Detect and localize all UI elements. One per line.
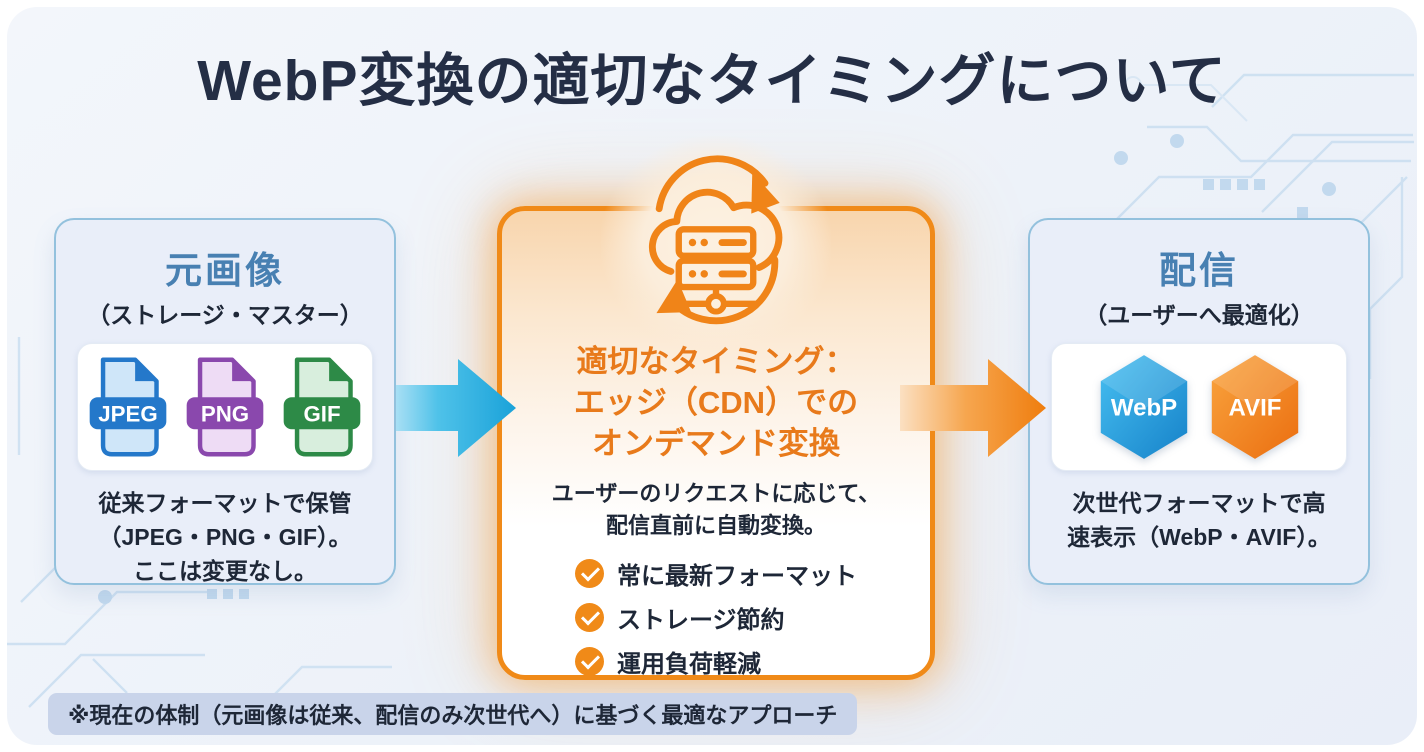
conversion-body-line: 配信直前に自動変換。 — [605, 512, 826, 538]
conversion-body-line: ユーザーのリクエストに応じて、 — [551, 480, 881, 506]
benefit-checklist: 常に最新フォーマット ストレージ節約 運用負荷軽減 — [575, 556, 857, 679]
format-label: GIF — [303, 401, 340, 426]
delivery-formats-card: WebP AVIF — [1051, 343, 1347, 471]
source-panel: 元画像 （ストレージ・マスター） JPEG PNG — [54, 218, 396, 585]
source-description-line: ここは変更なし。 — [133, 558, 317, 585]
format-label: PNG — [201, 401, 249, 426]
delivery-panel: 配信 （ユーザーへ最適化） WebP — [1028, 218, 1370, 585]
checklist-label: 運用負荷軽減 — [617, 651, 761, 679]
source-formats-card: JPEG PNG GIF — [77, 343, 373, 471]
page-title: WebP変換の適切なタイミングについて — [197, 49, 1227, 113]
source-description-line: 従来フォーマットで保管 — [98, 490, 352, 516]
conversion-body: ユーザーのリクエストに応じて、 配信直前に自動変換。 — [502, 478, 930, 542]
canvas: WebP変換の適切なタイミングについて 元画像 （ストレージ・マスター） JPE… — [7, 7, 1417, 745]
check-icon — [575, 559, 604, 589]
source-description: 従来フォーマットで保管 （JPEG・PNG・GIF）。 ここは変更なし。 — [56, 486, 394, 588]
source-description-line: （JPEG・PNG・GIF）。 — [98, 524, 352, 551]
badge-label: AVIF — [1228, 395, 1281, 422]
checklist-item: ストレージ節約 — [575, 600, 857, 635]
checklist-item: 常に最新フォーマット — [575, 556, 857, 591]
checklist-item: 運用負荷軽減 — [575, 644, 857, 679]
conversion-heading-line: オンデマンド変換 — [592, 426, 840, 462]
source-subheading: （ストレージ・マスター） — [87, 302, 363, 328]
gif-file-icon: GIF — [283, 357, 361, 457]
jpeg-file-icon: JPEG — [89, 357, 167, 457]
delivery-heading: 配信 — [1159, 250, 1239, 291]
footnote: ※現在の体制（元画像は従来、配信のみ次世代へ）に基づく最適なアプローチ — [48, 693, 858, 735]
avif-badge-icon: AVIF — [1211, 355, 1298, 459]
conversion-heading-line: エッジ（CDN）での — [573, 385, 859, 421]
format-label: JPEG — [98, 401, 157, 426]
delivery-description-line: 速表示（WebP・AVIF）。 — [1067, 524, 1331, 551]
conversion-panel: 適切なタイミング： エッジ（CDN）での オンデマンド変換 ユーザーのリクエスト… — [497, 136, 935, 680]
flow-arrow-blue-icon — [396, 359, 516, 457]
png-file-icon: PNG — [186, 357, 264, 457]
check-icon — [575, 647, 604, 677]
conversion-content: 適切なタイミング： エッジ（CDN）での オンデマンド変換 ユーザーのリクエスト… — [502, 211, 930, 679]
delivery-description-line: 次世代フォーマットで高 — [1072, 490, 1326, 516]
badge-label: WebP — [1110, 395, 1176, 422]
cloud-server-sync-icon — [648, 154, 783, 324]
source-heading: 元画像 — [165, 250, 285, 291]
icon-halo — [601, 136, 831, 351]
checklist-label: ストレージ節約 — [617, 607, 785, 635]
webp-badge-icon: WebP — [1100, 355, 1187, 459]
delivery-subheading: （ユーザーへ最適化） — [1084, 302, 1314, 328]
flow-arrow-orange-icon — [900, 359, 1046, 457]
check-icon — [575, 603, 604, 633]
delivery-description: 次世代フォーマットで高 速表示（WebP・AVIF）。 — [1030, 486, 1368, 554]
checklist-label: 常に最新フォーマット — [617, 563, 857, 591]
conversion-heading: 適切なタイミング： エッジ（CDN）での オンデマンド変換 — [502, 341, 930, 465]
